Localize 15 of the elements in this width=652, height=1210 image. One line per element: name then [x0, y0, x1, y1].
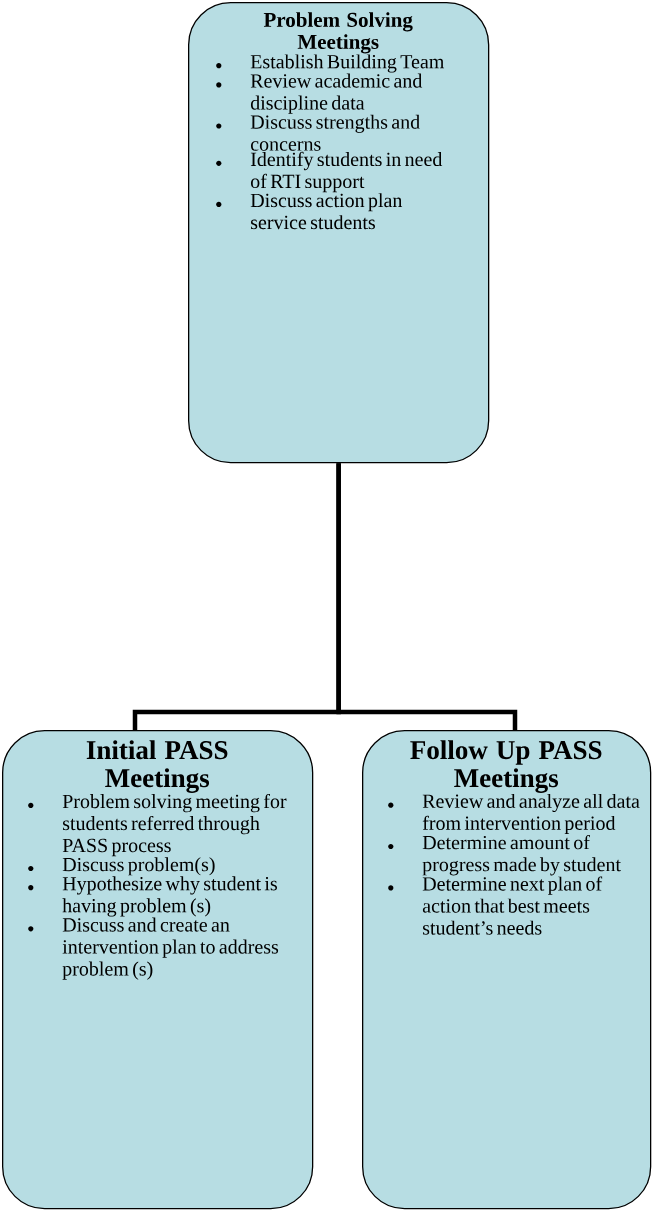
bullet-item: Determine amount of progress made by student: [422, 835, 621, 876]
bullet-item: Discuss action plan service students: [250, 193, 403, 230]
bullet-item: Determine next plan of action that best meets student’s needs: [422, 876, 603, 935]
bullet-item: Discuss problem(s): [62, 857, 215, 876]
node-heading: Problem Solving Meetings: [263, 12, 413, 54]
node-heading: Follow Up PASS Meetings: [410, 740, 602, 793]
bullet-item: Establish Building Team: [250, 54, 445, 73]
node-heading: Initial PASS Meetings: [86, 740, 228, 793]
bullet-item: Discuss and create an intervention plan to address problem (s): [62, 917, 279, 980]
bullet-item: Identify students in need of RTI support: [250, 151, 443, 193]
bullet-item: Review and analyze all data from intervention period: [422, 793, 640, 835]
bullet-item: Review academic and discipline data: [250, 73, 423, 114]
bullet-item: Problem solving meeting for students referred through PASS process: [62, 793, 287, 857]
connector-line: [336, 463, 518, 730]
bullet-item: Hypothesize why student is having problem (s): [62, 876, 277, 917]
